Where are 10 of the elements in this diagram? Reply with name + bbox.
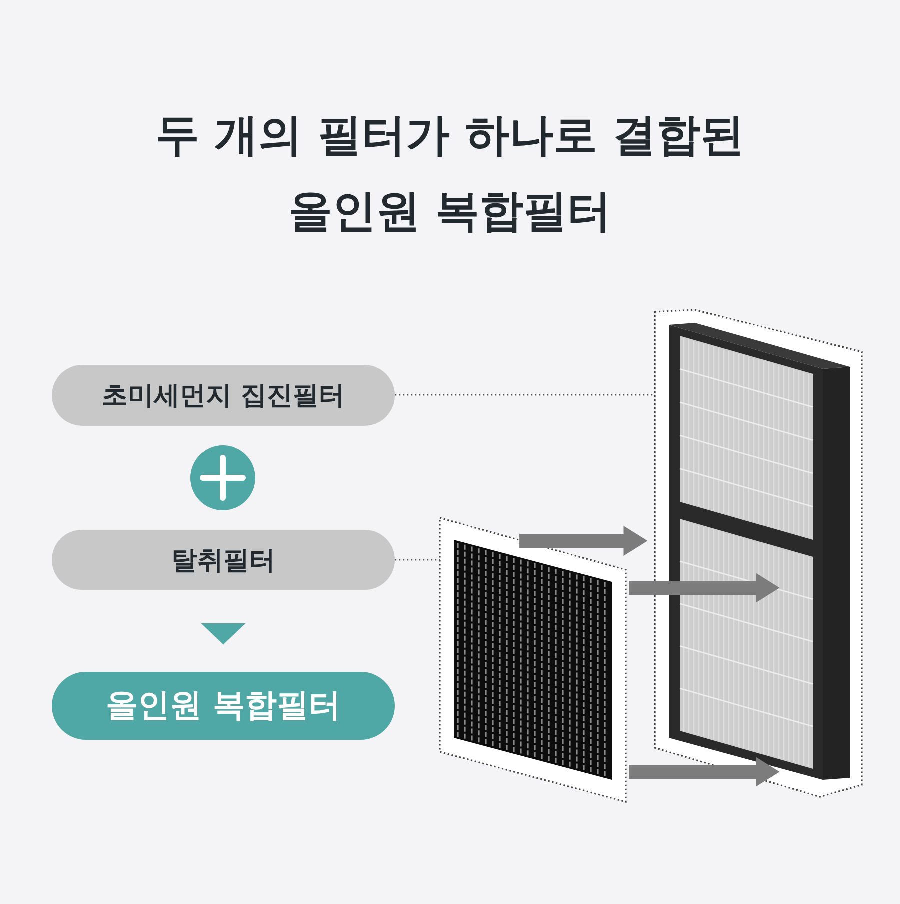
title: 두 개의 필터가 하나로 결합된 올인원 복합필터 xyxy=(154,109,746,239)
arrow xyxy=(629,573,780,603)
leader-line xyxy=(395,559,440,561)
filter-label-pill: 탈취필터 xyxy=(52,530,395,590)
arrow xyxy=(520,526,648,556)
leader-line xyxy=(395,394,655,396)
arrow xyxy=(201,624,246,645)
filter-label-pill: 초미세먼지 집진필터 xyxy=(52,365,395,426)
result-pill: 올인원 복합필터 xyxy=(52,672,395,740)
arrow xyxy=(629,757,780,787)
